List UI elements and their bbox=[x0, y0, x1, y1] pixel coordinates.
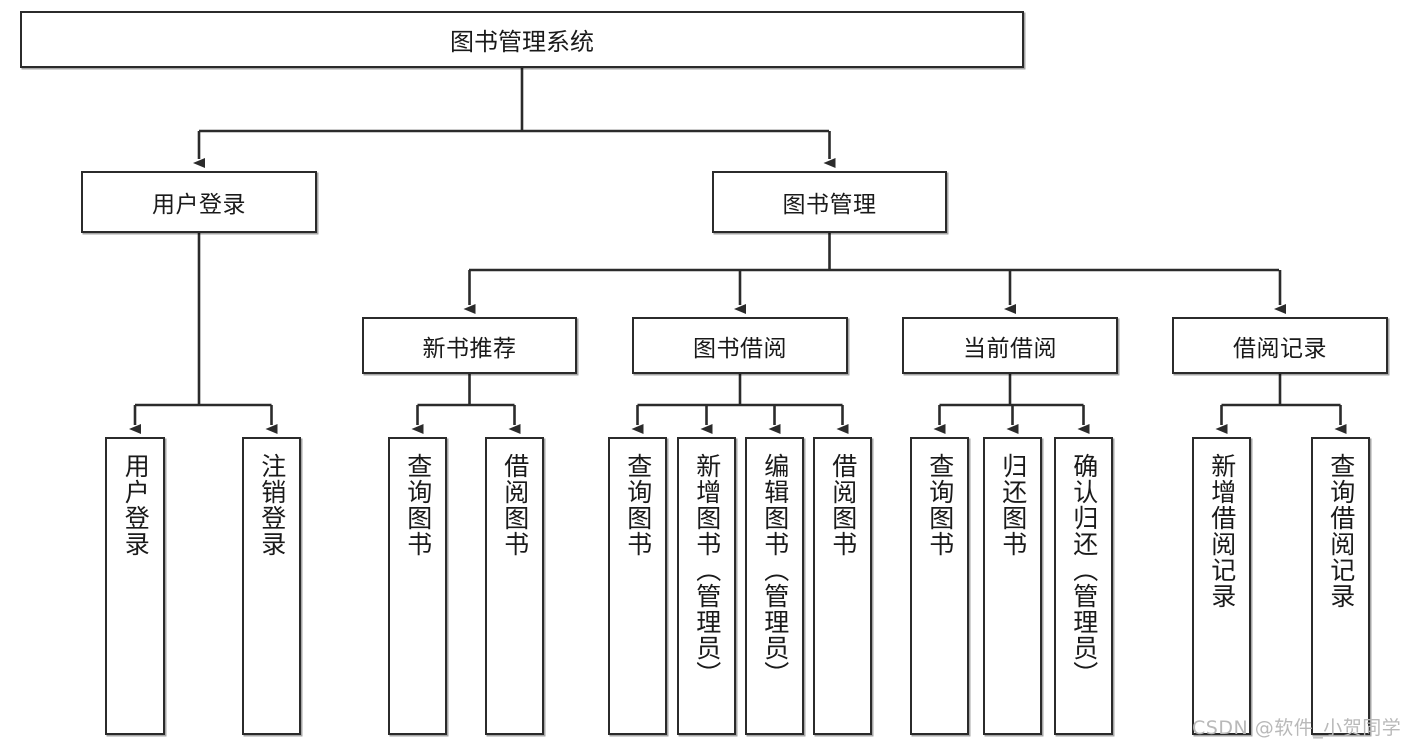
node-leaf-query-book-2-label: 查询图书 bbox=[623, 453, 653, 557]
node-borrow-record-label: 借阅记录 bbox=[1233, 335, 1327, 362]
node-leaf-add-book-label: 新增图书（管理员） bbox=[692, 453, 722, 687]
node-leaf-query-book-3[interactable]: 查询图书 bbox=[910, 437, 969, 735]
node-leaf-user-login-label: 用户登录 bbox=[121, 453, 151, 557]
node-leaf-edit-book-label: 编辑图书（管理员） bbox=[760, 453, 790, 687]
csdn-watermark: CSDN @软件_小贺同学 bbox=[1192, 717, 1402, 739]
node-leaf-query-book-3-label: 查询图书 bbox=[925, 453, 955, 557]
node-leaf-query-book-1[interactable]: 查询图书 bbox=[388, 437, 447, 735]
node-leaf-return-book-label: 归还图书 bbox=[998, 453, 1028, 557]
node-leaf-query-book-1-label: 查询图书 bbox=[403, 453, 433, 557]
node-leaf-edit-book[interactable]: 编辑图书（管理员） bbox=[745, 437, 804, 735]
node-root[interactable]: 图书管理系统 bbox=[20, 11, 1024, 68]
node-leaf-borrow-book-1[interactable]: 借阅图书 bbox=[485, 437, 544, 735]
node-book-manage[interactable]: 图书管理 bbox=[712, 171, 947, 233]
node-leaf-add-book[interactable]: 新增图书（管理员） bbox=[677, 437, 736, 735]
node-leaf-query-record[interactable]: 查询借阅记录 bbox=[1311, 437, 1370, 735]
node-leaf-user-login[interactable]: 用户登录 bbox=[105, 437, 165, 735]
node-new-book-recommend-label: 新书推荐 bbox=[422, 335, 517, 362]
node-leaf-query-record-label: 查询借阅记录 bbox=[1326, 453, 1356, 609]
node-current-borrow[interactable]: 当前借阅 bbox=[902, 317, 1118, 374]
node-leaf-borrow-book-2-label: 借阅图书 bbox=[828, 453, 858, 557]
node-leaf-logout-login[interactable]: 注销登录 bbox=[242, 437, 301, 735]
node-leaf-add-record[interactable]: 新增借阅记录 bbox=[1192, 437, 1251, 735]
node-leaf-query-book-2[interactable]: 查询图书 bbox=[608, 437, 667, 735]
node-leaf-borrow-book-1-label: 借阅图书 bbox=[500, 453, 530, 557]
node-new-book-recommend[interactable]: 新书推荐 bbox=[362, 317, 577, 374]
node-root-label: 图书管理系统 bbox=[450, 28, 594, 56]
node-leaf-add-record-label: 新增借阅记录 bbox=[1207, 453, 1237, 609]
node-leaf-logout-login-label: 注销登录 bbox=[257, 453, 287, 557]
node-user-login[interactable]: 用户登录 bbox=[81, 171, 317, 233]
node-borrow-record[interactable]: 借阅记录 bbox=[1172, 317, 1388, 374]
node-book-borrow[interactable]: 图书借阅 bbox=[632, 317, 848, 374]
node-book-manage-label: 图书管理 bbox=[782, 192, 877, 218]
node-current-borrow-label: 当前借阅 bbox=[963, 335, 1057, 362]
node-user-login-label: 用户登录 bbox=[152, 192, 246, 218]
node-leaf-return-book[interactable]: 归还图书 bbox=[983, 437, 1042, 735]
node-leaf-confirm-return-label: 确认归还（管理员） bbox=[1069, 453, 1099, 687]
node-leaf-borrow-book-2[interactable]: 借阅图书 bbox=[813, 437, 872, 735]
node-leaf-confirm-return[interactable]: 确认归还（管理员） bbox=[1054, 437, 1113, 735]
node-book-borrow-label: 图书借阅 bbox=[693, 335, 787, 362]
